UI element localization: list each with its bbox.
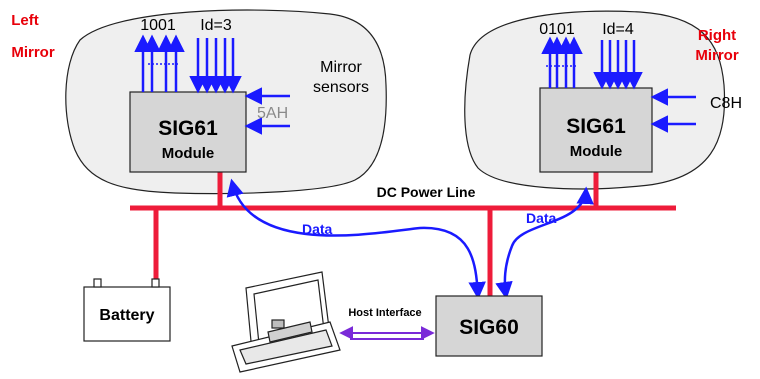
left-data-label: Data — [302, 221, 333, 237]
left-sensor-input-arrows — [244, 87, 290, 135]
left-id-input-arrows — [189, 38, 242, 94]
right-code-label: C8H — [710, 95, 742, 112]
right-mirror-title-line1: Right — [698, 27, 736, 44]
right-data-link — [495, 186, 594, 300]
battery-label: Battery — [99, 307, 154, 324]
right-module-name: SIG61 — [566, 115, 626, 138]
right-sensor-input-arrows — [650, 88, 696, 133]
right-data-label: Data — [526, 210, 557, 226]
left-mirror-title-line2: Mirror — [11, 44, 55, 61]
right-bits-label: 0101 — [539, 21, 575, 38]
left-mirror-title-line1: Left — [11, 12, 39, 29]
sig60-box[interactable] — [435, 295, 543, 357]
left-module-name: SIG61 — [158, 117, 218, 140]
left-id-label: Id=3 — [200, 17, 232, 34]
left-bits-label: 1001 — [140, 17, 176, 34]
left-module-subtitle: Module — [162, 145, 215, 162]
battery[interactable]: Battery — [83, 278, 171, 342]
mirror-sensors-label-line2: sensors — [313, 79, 369, 96]
right-module-subtitle: Module — [570, 143, 623, 160]
right-mirror-title-line2: Mirror — [695, 47, 739, 64]
left-data-link — [226, 178, 486, 300]
host-interface-link — [339, 326, 435, 340]
battery-body — [83, 286, 171, 342]
laptop-icon[interactable] — [231, 271, 341, 373]
right-bit-output-arrows — [541, 36, 583, 88]
battery-terminal-positive — [151, 278, 160, 288]
right-sig61-module[interactable] — [539, 87, 653, 173]
mirror-sensors-label-line1: Mirror — [320, 59, 362, 76]
right-id-label: Id=4 — [602, 21, 634, 38]
battery-terminal-negative — [93, 278, 102, 288]
sig60-label: SIG60 — [459, 316, 519, 339]
host-interface-label: Host Interface — [348, 307, 421, 319]
left-code-label: 5AH — [257, 105, 288, 122]
left-bit-output-arrows — [134, 34, 185, 92]
right-id-input-arrows — [593, 40, 643, 90]
dc-power-line-label: DC Power Line — [377, 184, 476, 200]
